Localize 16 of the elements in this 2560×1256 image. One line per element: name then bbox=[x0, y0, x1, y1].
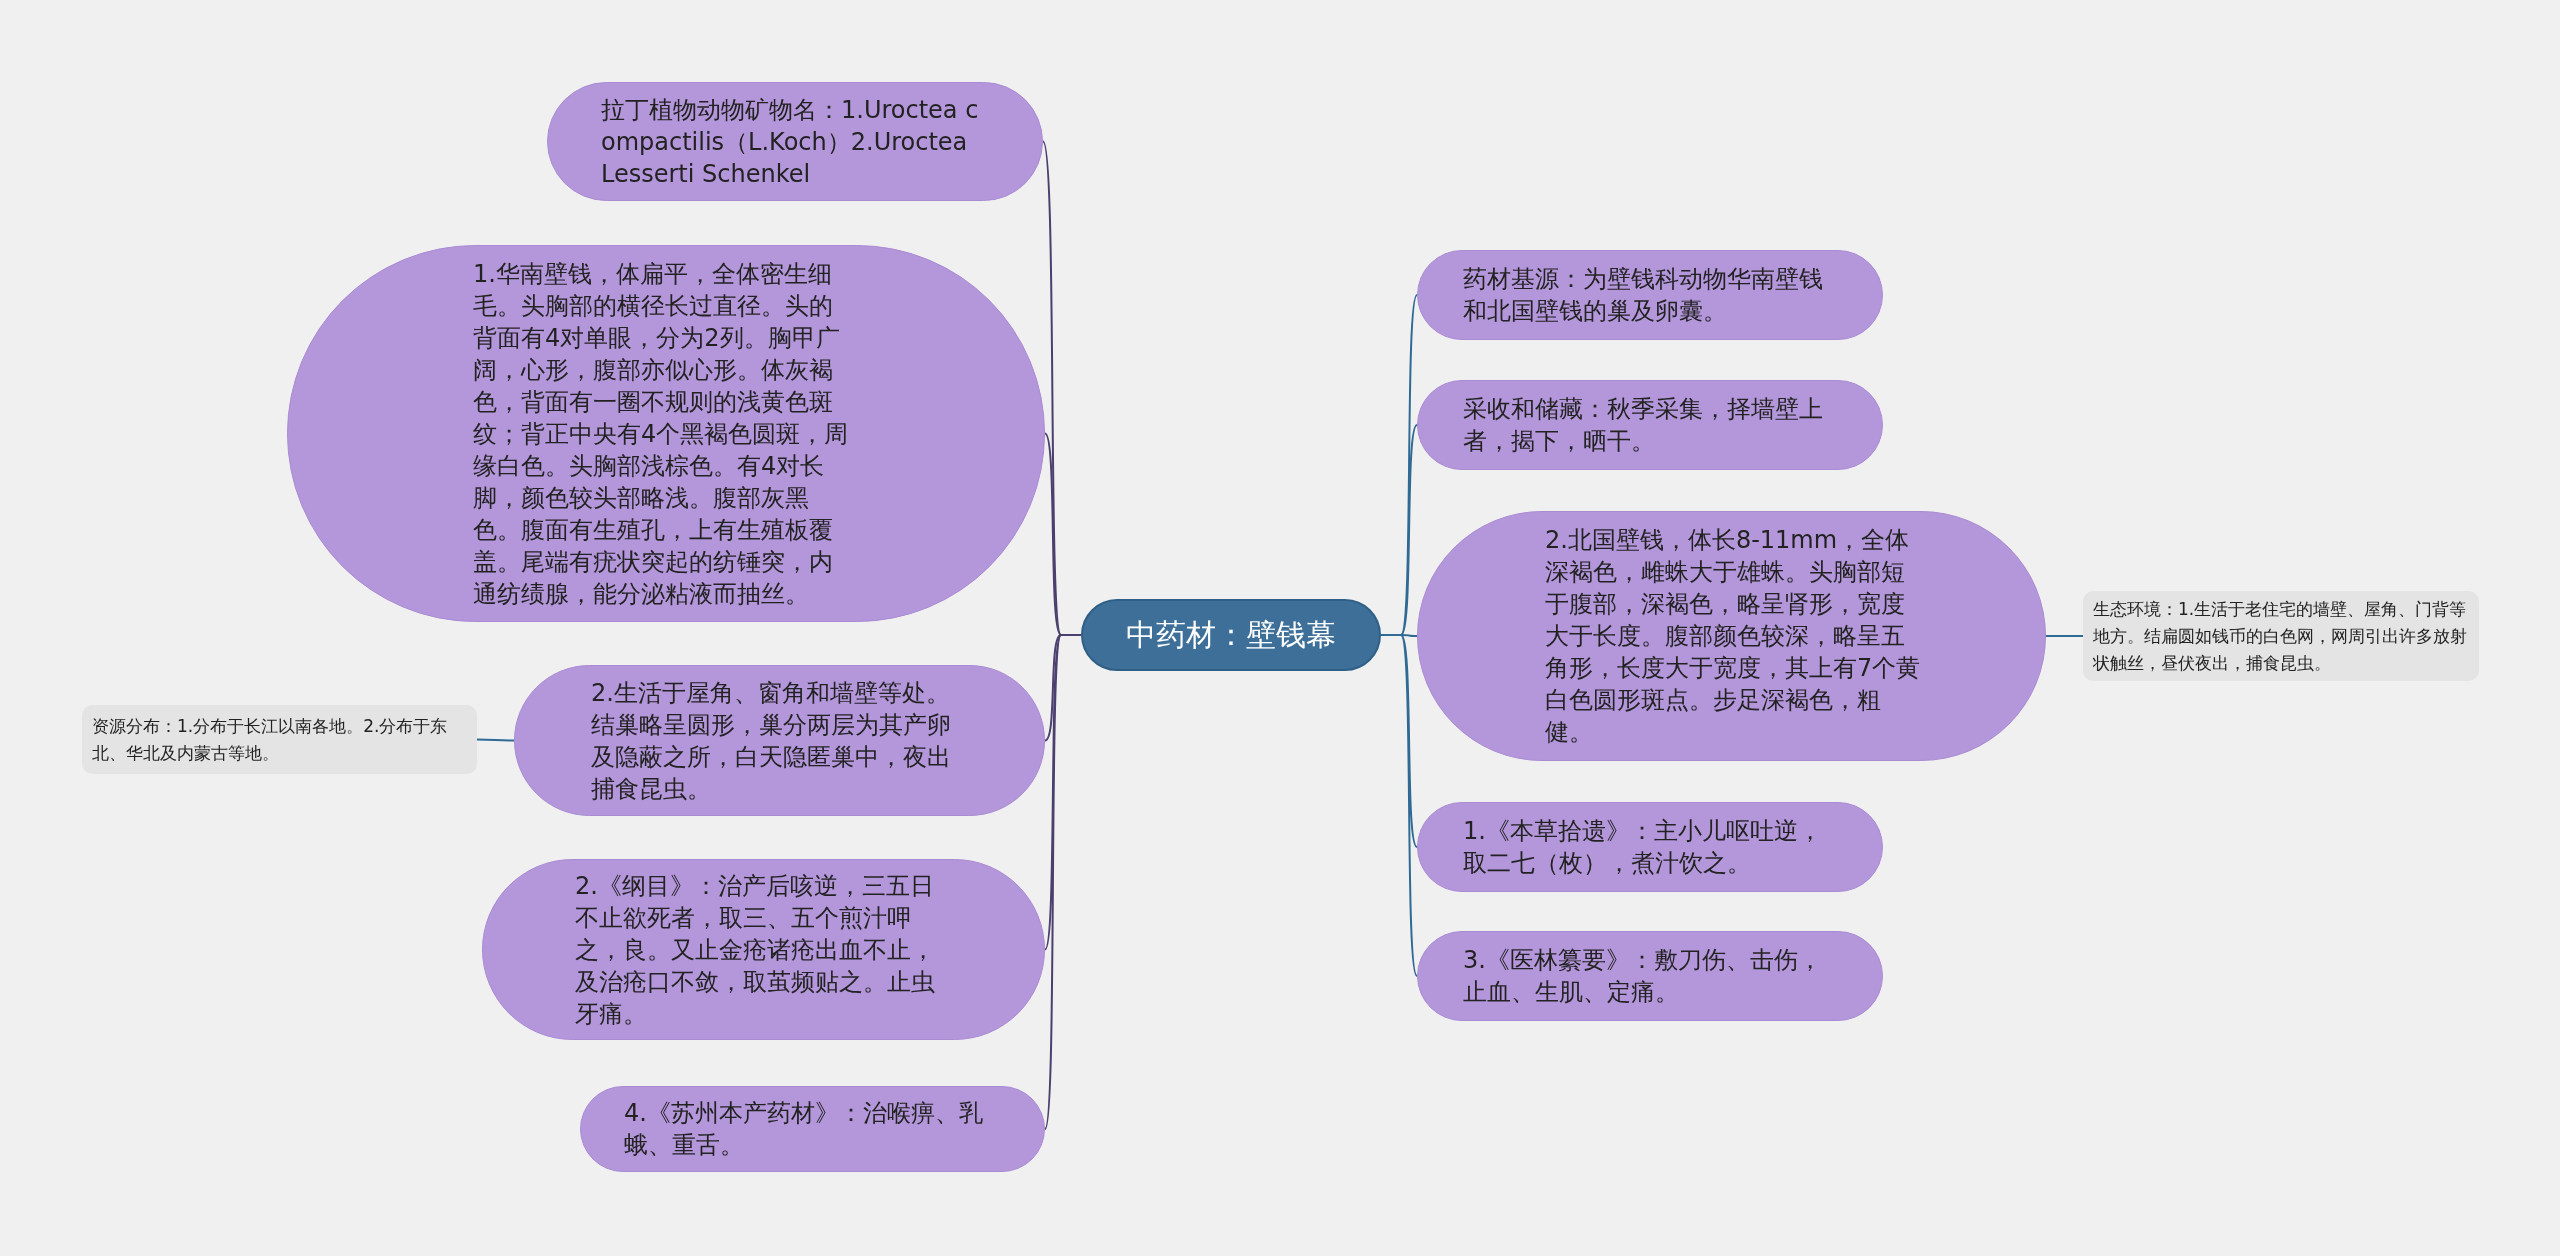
topic-bubble: 拉丁植物动物矿物名：1.Uroctea compactilis（L.Koch）2.Uroctea Lesserti Schenkel bbox=[547, 82, 1043, 201]
connector bbox=[1380, 634, 1418, 977]
note-box: 资源分布：1.分布于长江以南各地。2.分布于东北、华北及内蒙古等地。 bbox=[82, 705, 477, 774]
topic-bubble: 2.北国壁钱，体长8-11mm，全体深褐色，雌蛛大于雄蛛。头胸部短于腹部，深褐色，略呈肾形，宽度大于长度。腹部颜色较深，略呈五角形，长度大于宽度，其上有7个黄白色圆形斑点。步足深褐色，粗健。 bbox=[1417, 511, 2046, 761]
topic-bubble: 药材基源：为壁钱科动物华南壁钱和北国壁钱的巢及卵囊。 bbox=[1417, 250, 1883, 340]
central-topic: 中药材：壁钱幕 bbox=[1081, 599, 1381, 671]
connector bbox=[476, 738, 515, 742]
note-box: 生态环境：1.生活于老住宅的墙壁、屋角、门背等地方。结扁圆如钱币的白色网，网周引出许多放射状触丝，昼伏夜出，捕食昆虫。 bbox=[2083, 591, 2479, 681]
topic-bubble: 4.《苏州本产药材》：治喉痹、乳蛾、重舌。 bbox=[580, 1086, 1045, 1172]
topic-bubble: 采收和储藏：秋季采集，择墙壁上者，揭下，晒干。 bbox=[1417, 380, 1883, 470]
topic-bubble: 2.《纲目》：治产后咳逆，三五日不止欲死者，取三、五个煎汁呷之，良。又止金疮诸疮出血不止，及治疮口不敛，取茧频贴之。止虫牙痛。 bbox=[482, 859, 1045, 1040]
topic-bubble: 1.华南壁钱，体扁平，全体密生细毛。头胸部的横径长过直径。头的背面有4对单眼，分为2列。胸甲广阔，心形，腹部亦似心形。体灰褐色，背面有一圈不规则的浅黄色斑纹；背正中央有4个黑褐色圆斑，周缘白色。头胸部浅棕色。有4对长脚，颜色较头部略浅。腹部灰黑色。腹面有生殖孔，上有生殖板覆盖。尾端有疣状突起的纺锤突，内通纺绩腺，能分泌粘液而抽丝。 bbox=[287, 245, 1045, 622]
topic-bubble: 2.生活于屋角、窗角和墙壁等处。结巢略呈圆形，巢分两层为其产卵及隐蔽之所，白天隐匿巢中，夜出捕食昆虫。 bbox=[514, 665, 1045, 816]
topic-bubble: 3.《医林纂要》：敷刀伤、击伤，止血、生肌、定痛。 bbox=[1417, 931, 1883, 1021]
topic-bubble: 1.《本草拾遗》：主小儿呕吐逆，取二七（枚），煮汁饮之。 bbox=[1417, 802, 1883, 892]
connector bbox=[2045, 635, 2084, 637]
